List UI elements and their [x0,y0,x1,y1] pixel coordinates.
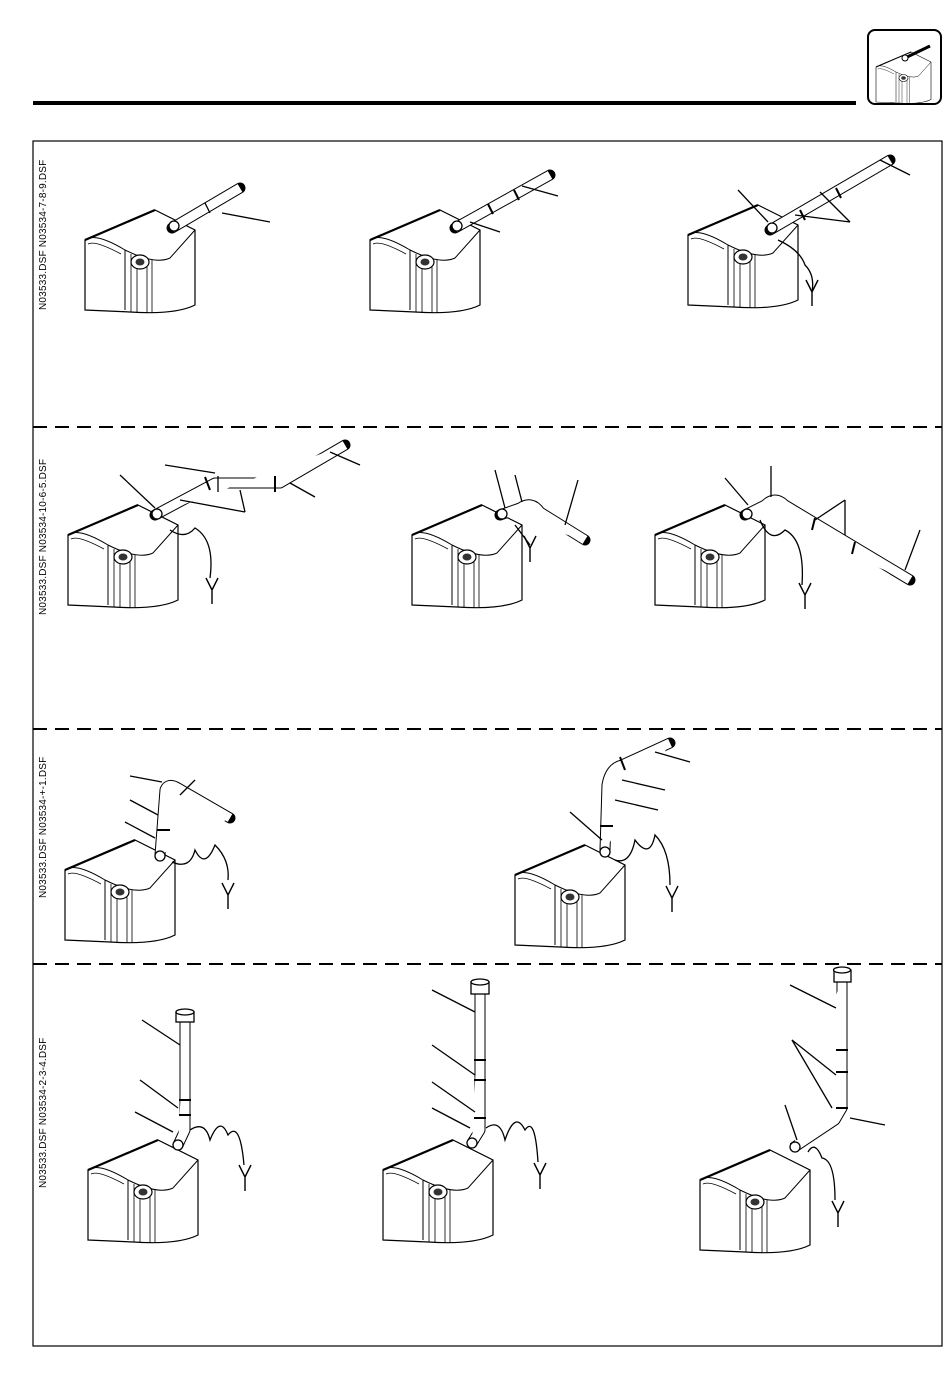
row-4-diagrams [88,967,885,1253]
panel-label-row-2: N03533.DSF N03534-10-6-5.DSF [38,459,49,615]
panel-label-row-3: N03533.DSF N03534-+-1.DSF [38,757,49,898]
panel-label-row-4: N03533.DSF N03534-2-3-4.DSF [38,1038,49,1188]
row-3-diagrams [65,743,690,948]
panel-label-row-1: N03533.DSF N03534-7-8-9.DSF [38,160,49,310]
boiler-thumbnail-icon [868,30,941,104]
row-1-diagrams [85,160,910,313]
row-2-diagrams [68,445,920,609]
